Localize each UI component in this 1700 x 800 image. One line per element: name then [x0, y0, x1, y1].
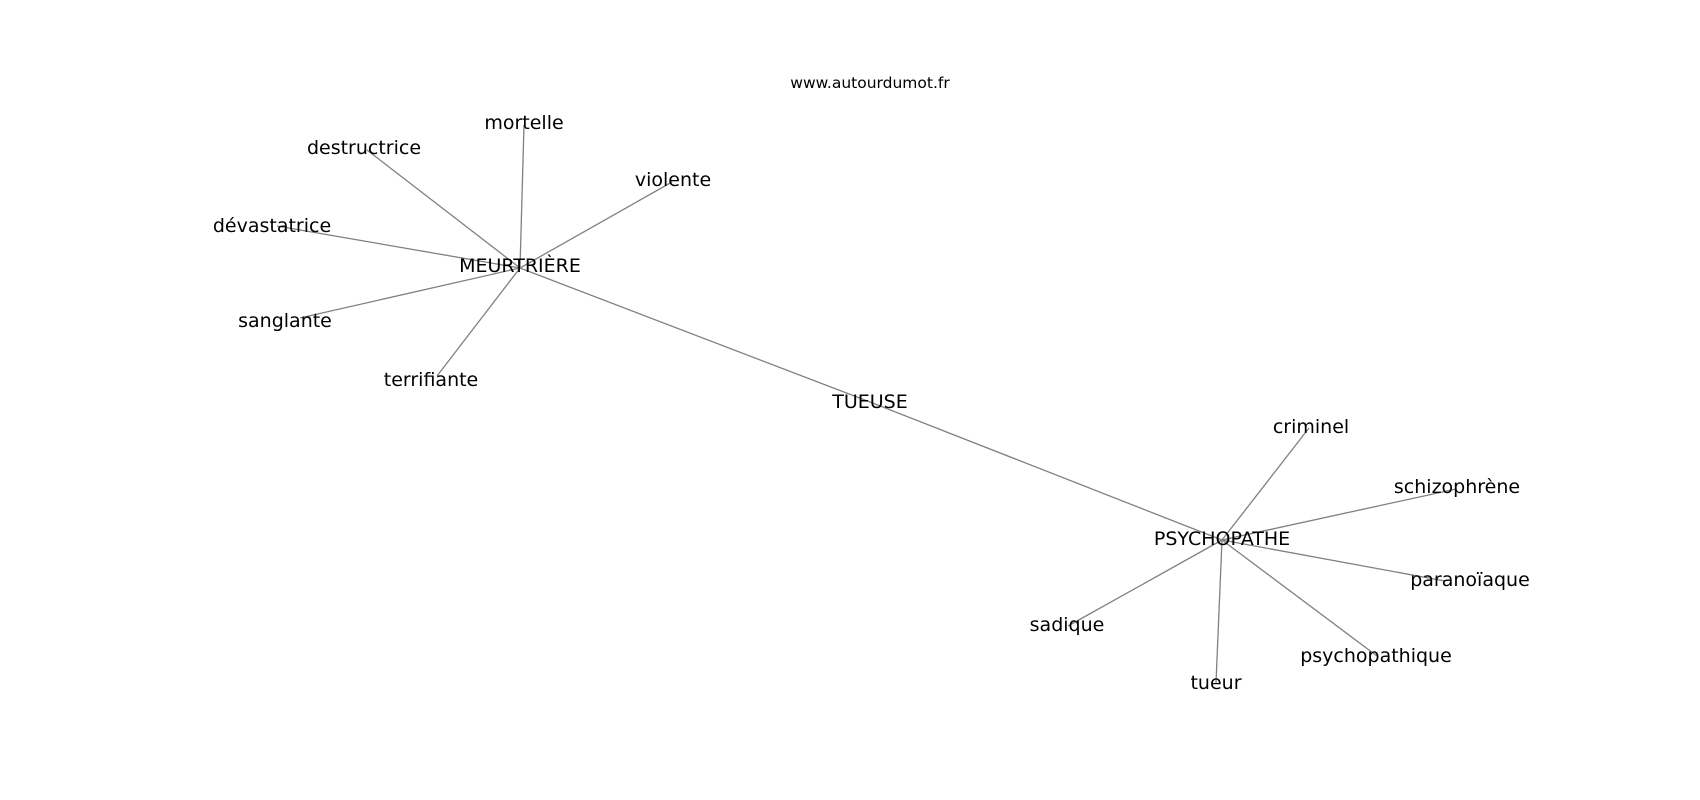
graph-edge-psychopathe-psychopathique	[1221, 539, 1378, 657]
graph-edge-meurtriere-terrifiante	[436, 267, 521, 377]
graph-edge-psychopathe-paranoiaque	[1221, 539, 1446, 582]
node-label-sanglante: sanglante	[238, 310, 332, 332]
graph-edge-meurtriere-destructrice	[366, 149, 521, 269]
node-label-paranoiaque: paranoïaque	[1410, 569, 1530, 591]
graph-node-labels: TUEUSE MEURTRIÈRE PSYCHOPATHE mortelle destr…	[213, 112, 1530, 694]
node-label-mortelle: mortelle	[484, 112, 563, 134]
graph-edge-meurtriere-devastatrice	[276, 225, 521, 269]
node-label-destructrice: destructrice	[307, 137, 421, 159]
graph-edge-meurtriere-mortelle	[519, 124, 525, 269]
node-label-tueuse: TUEUSE	[831, 391, 908, 413]
graph-edge-tueuse-meurtriere	[519, 267, 871, 403]
graph-edge-meurtriere-violente	[519, 181, 673, 269]
graph-edge-psychopathe-schizophrene	[1221, 488, 1457, 541]
graph-edge-psychopathe-tueur	[1215, 539, 1223, 684]
graph-edge-psychopathe-sadique	[1067, 539, 1223, 627]
watermark-text: www.autourdumot.fr	[790, 74, 950, 92]
node-label-tueur: tueur	[1190, 672, 1241, 694]
graph-edge-psychopathe-criminel	[1221, 427, 1310, 541]
node-label-terrifiante: terrifiante	[384, 369, 479, 391]
node-label-psychopathique: psychopathique	[1300, 645, 1452, 667]
node-label-psychopathe: PSYCHOPATHE	[1154, 528, 1290, 550]
node-label-devastatrice: dévastatrice	[213, 215, 331, 237]
node-label-criminel: criminel	[1273, 416, 1349, 438]
node-label-schizophrene: schizophrène	[1394, 476, 1520, 498]
graph-edge-tueuse-psychopathe	[869, 401, 1223, 541]
node-label-violente: violente	[635, 169, 711, 191]
node-label-meurtriere: MEURTRIÈRE	[459, 254, 581, 277]
node-label-sadique: sadique	[1030, 614, 1105, 636]
graph-edges	[276, 124, 1457, 684]
graph-edge-meurtriere-sanglante	[299, 267, 521, 319]
